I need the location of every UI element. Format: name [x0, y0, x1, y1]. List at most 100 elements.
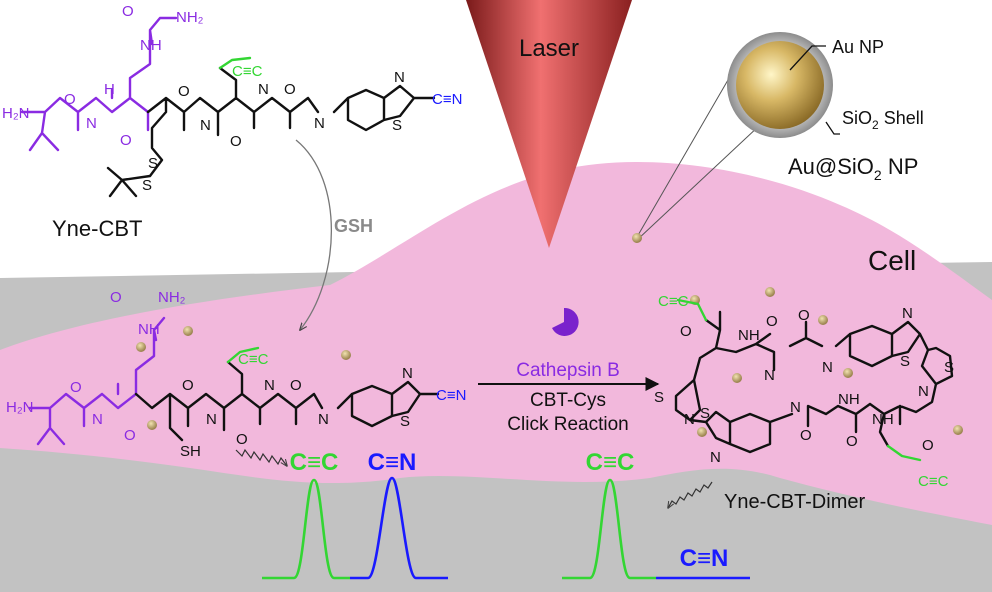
atom-label: N: [710, 449, 721, 466]
atom-label: H: [104, 81, 115, 98]
reduced-yne-cbt-molecule: H₂N NH₂ NH O O N O SH O N O N O N N S C≡…: [6, 289, 466, 460]
np-dot: [732, 373, 742, 383]
yne-cbt-molecule: H₂N NH₂ H N O O NH O O N O N O N S S N S…: [2, 3, 462, 198]
laser-beam: [466, 0, 632, 248]
alkyne-group: C≡C: [238, 351, 269, 368]
atom-label: N: [790, 399, 801, 416]
atom-label: S: [944, 359, 954, 376]
atom-label: S: [900, 353, 910, 370]
atom-label: O: [284, 81, 296, 98]
atom-label: S: [654, 389, 664, 406]
atom-label: NH₂: [176, 9, 204, 26]
np-dot: [697, 427, 707, 437]
atom-label: N: [764, 367, 775, 384]
atom-label: O: [846, 433, 858, 450]
atom-label: N: [200, 117, 211, 134]
atom-label: N: [318, 411, 329, 428]
np-dot: [953, 425, 963, 435]
cathepsin-b-label: Cathepsin B: [516, 360, 620, 381]
np-dot: [183, 326, 193, 336]
atom-label: NH: [140, 37, 162, 54]
atom-label: H₂N: [6, 399, 34, 416]
np-dot: [147, 420, 157, 430]
np-dot: [136, 342, 146, 352]
atom-label: NH: [872, 411, 894, 428]
atom-label: S: [148, 155, 158, 172]
atom-label: N: [264, 377, 275, 394]
atom-label: N: [314, 115, 325, 132]
click-reaction-label: Click Reaction: [507, 414, 628, 435]
au-np-label: Au NP: [832, 37, 884, 57]
alkyne-raman-peak: [262, 478, 350, 580]
gsh-arrow: [295, 139, 333, 330]
atom-label: O: [122, 3, 134, 20]
atom-label: NH: [138, 321, 160, 338]
atom-label: O: [178, 83, 190, 100]
atom-label: O: [64, 91, 76, 108]
zoom-line-bottom: [636, 124, 761, 241]
yne-cbt-dimer-label: Yne-CBT-Dimer: [724, 491, 865, 513]
alkyne-peak-label-dimer: C≡C: [586, 449, 635, 476]
atom-label: S: [392, 117, 402, 134]
nitrile-peak-label: C≡N: [368, 449, 417, 476]
atom-label: N: [684, 411, 695, 428]
atom-label: O: [124, 427, 136, 444]
atom-label: N: [206, 411, 217, 428]
alkyne-raman-peak-dimer: [562, 478, 656, 580]
atom-label: SH: [180, 443, 201, 460]
atom-label: N: [86, 115, 97, 132]
alkyne-group: C≡C: [658, 293, 689, 310]
sio2-shell-label: SiO2 Shell: [842, 108, 924, 132]
atom-label: O: [680, 323, 692, 340]
atom-label: N: [918, 383, 929, 400]
atom-label: O: [922, 437, 934, 454]
atom-label: O: [798, 307, 810, 324]
atom-label: NH: [838, 391, 860, 408]
atom-label: H₂N: [2, 105, 30, 122]
atom-label: N: [902, 305, 913, 322]
atom-label: NH₂: [158, 289, 186, 306]
atom-label: N: [394, 69, 405, 86]
au-sio2-np-label: Au@SiO2 NP: [788, 154, 918, 183]
nitrile-group: C≡N: [432, 91, 462, 108]
alkyne-group: C≡C: [918, 473, 949, 490]
au-np-pointer: [789, 45, 826, 71]
yne-cbt-label: Yne-CBT: [52, 216, 142, 241]
atom-label: O: [110, 289, 122, 306]
sio2-shell-pointer: [825, 121, 840, 135]
atom-label: S: [400, 413, 410, 430]
laser-label: Laser: [519, 35, 579, 62]
atom-label: O: [236, 431, 248, 448]
atom-label: N: [258, 81, 269, 98]
au-core: [736, 41, 824, 129]
atom-label: O: [290, 377, 302, 394]
np-dot: [765, 287, 775, 297]
np-dot: [818, 315, 828, 325]
atom-label: N: [92, 411, 103, 428]
nitrile-raman-peak: [350, 476, 448, 580]
atom-label: O: [800, 427, 812, 444]
raman-wavy-arrow-right: [668, 481, 713, 508]
nanoparticle-dots: [136, 233, 963, 437]
cell-body: [0, 162, 992, 525]
atom-label: O: [120, 132, 132, 149]
np-dot: [341, 350, 351, 360]
atom-label: O: [182, 377, 194, 394]
np-dot: [632, 233, 642, 243]
atom-label: S: [700, 405, 710, 422]
atom-label: NH: [738, 327, 760, 344]
nitrile-peak-label-dimer: C≡N: [680, 545, 729, 572]
gsh-label: GSH: [334, 216, 373, 236]
atom-label: N: [822, 359, 833, 376]
cbt-cys-label: CBT-Cys: [530, 390, 606, 411]
cathepsin-b-icon: [552, 307, 579, 336]
atom-label: O: [230, 133, 242, 150]
yne-cbt-dimer-molecule: C≡C C≡C O O NH N O N N S S N O NH O NH O…: [654, 293, 954, 490]
raman-wavy-arrow-left: [235, 448, 287, 466]
atom-label: S: [142, 177, 152, 194]
atom-label: O: [70, 379, 82, 396]
alkyne-peak-label: C≡C: [290, 449, 339, 476]
np-dot: [843, 368, 853, 378]
alkyne-group: C≡C: [232, 63, 263, 80]
